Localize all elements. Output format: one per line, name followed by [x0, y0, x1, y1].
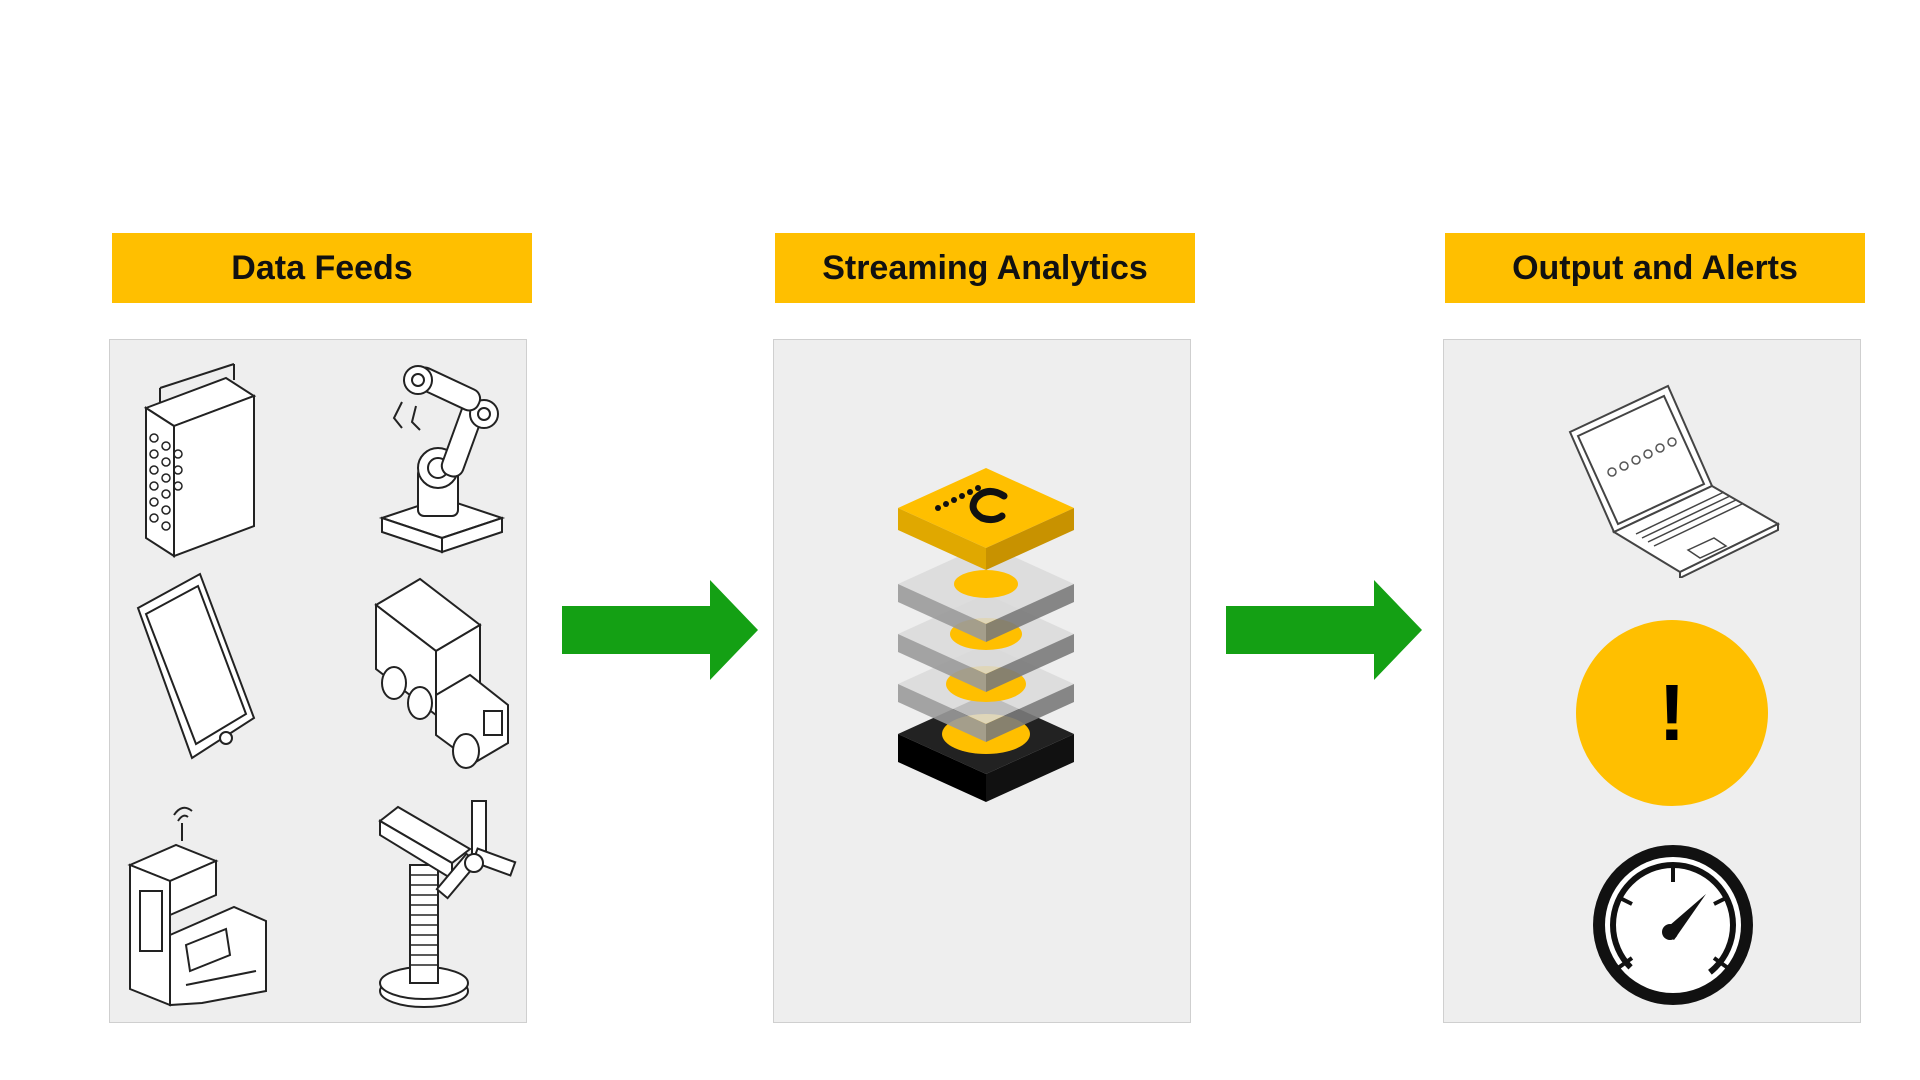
alert-icon: !: [1576, 620, 1768, 806]
flow-arrow-2: [1226, 580, 1422, 680]
smartphone-icon: [136, 572, 256, 760]
flow-arrow-1: [562, 580, 758, 680]
gauge-icon: [1593, 845, 1753, 1005]
streaming-analytics-panel: [773, 339, 1191, 1023]
stage-header-data-feeds: Data Feeds: [112, 233, 532, 303]
data-feeds-panel: [109, 339, 527, 1023]
output-alerts-panel: !: [1443, 339, 1861, 1023]
truck-icon: [374, 577, 509, 769]
stage-header-streaming-analytics: Streaming Analytics: [775, 233, 1195, 303]
kiosk-machine-icon: [127, 806, 267, 1007]
wind-turbine-icon: [378, 800, 517, 1008]
laptop-icon: [1568, 384, 1781, 578]
robot-arm-icon: [378, 365, 506, 554]
processing-stack-icon: [898, 468, 1074, 802]
server-cabinet-icon: [143, 363, 257, 558]
stage-header-output-alerts: Output and Alerts: [1445, 233, 1865, 303]
